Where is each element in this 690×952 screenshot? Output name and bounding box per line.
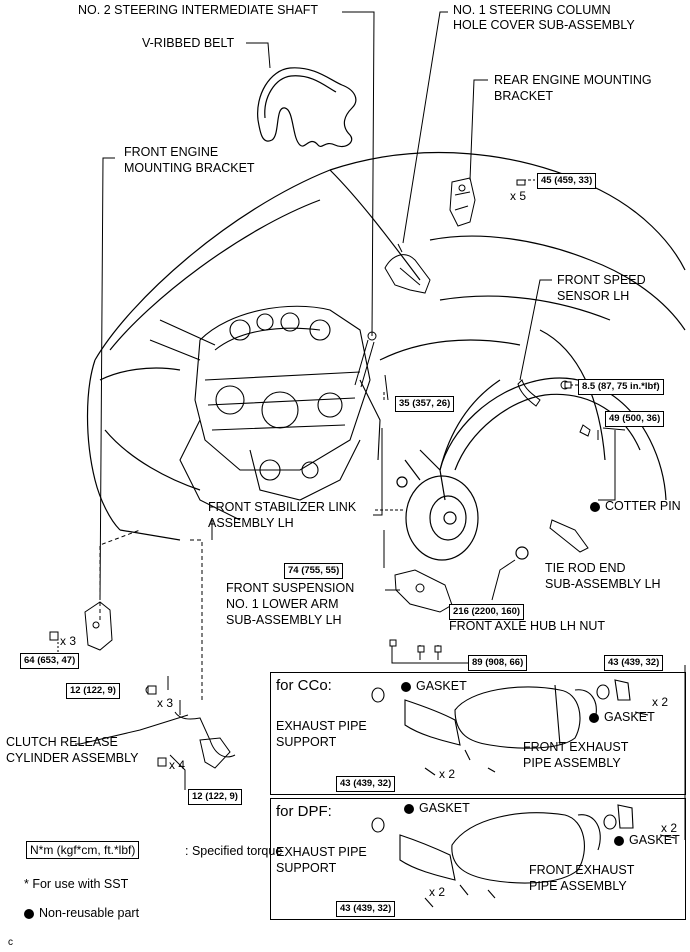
label-hole-cover-line2: HOLE COVER SUB-ASSEMBLY [453,18,635,32]
front-mounting-bracket-part [84,601,113,651]
label-tie-rod-line1: TIE ROD END [545,561,626,575]
legend-nonreusable: Non-reusable part [24,906,139,921]
dpf-exh-support-line2: SUPPORT [276,861,337,875]
nonreusable-dot-icon [24,908,34,919]
dpf-torque-front: 43 (439, 32) [336,901,396,917]
label-stabilizer-link-line1: FRONT STABILIZER LINK [208,500,357,514]
nonreusable-dot-icon [614,835,624,846]
label-front-bracket-line2: MOUNTING BRACKET [124,161,255,175]
dpf-multiplier-x2-left: x 2 [429,885,446,899]
cco-gasket-left: GASKET [401,679,467,694]
label-v-ribbed-belt: V-RIBBED BELT [142,36,235,50]
multiplier-x3-clutch: x 3 [157,696,174,710]
torque-exhaust-rear: 43 (439, 32) [604,655,664,671]
cco-variant-box: for CCo: GASKET GASKET EXHAUST PIPE SUPP… [270,672,686,795]
nonreusable-dot-icon [401,681,411,692]
hole-cover-part [384,243,431,294]
legend-nonreusable-text: Non-reusable part [39,906,140,920]
dpf-variant-box: for DPF: GASKET GASKET EXHAUST PIPE SUPP… [270,798,686,920]
nonreusable-dot-icon [589,712,599,723]
cco-exh-support-line2: SUPPORT [276,735,337,749]
corner-letter: c [8,937,13,948]
multiplier-x4: x 4 [169,758,186,772]
dpf-gasket-left: GASKET [404,801,470,816]
dpf-front-exh-line2: PIPE ASSEMBLY [529,879,627,893]
torque-hub-nut: 216 (2200, 160) [449,604,525,620]
dpf-multiplier-x2-right: x 2 [661,821,678,835]
v-ribbed-belt [257,67,357,148]
multiplier-x5: x 5 [510,189,527,203]
label-clutch-line1: CLUTCH RELEASE [6,735,118,749]
torque-stabilizer-link: 74 (755, 55) [284,563,344,579]
cotter-pin-text: COTTER PIN [605,499,681,513]
tie-rod-part [549,424,626,553]
cco-gasket-right: GASKET [589,710,655,725]
label-rear-bracket-line2: BRACKET [494,89,554,103]
cco-multiplier-x2-left: x 2 [439,767,456,781]
cco-gasket-right-text: GASKET [604,710,655,724]
torque-clutch-lower: 12 (122, 9) [188,789,242,805]
label-lower-arm-line3: SUB-ASSEMBLY LH [226,613,342,627]
label-front-bracket-line1: FRONT ENGINE [124,145,219,159]
label-rear-bracket-line1: REAR ENGINE MOUNTING [494,73,652,87]
cco-exh-support-line1: EXHAUST PIPE [276,719,367,733]
legend-torque-box: N*m (kgf*cm, ft.*lbf) [26,841,140,859]
bolts [49,381,572,767]
cco-multiplier-x2-right: x 2 [652,695,669,709]
nonreusable-dot-icon [404,803,414,814]
multiplier-x3-front-bracket: x 3 [60,634,77,648]
label-hole-cover-line1: NO. 1 STEERING COLUMN [453,3,611,17]
nonreusable-dot-icon [590,501,600,512]
dpf-box-title: for DPF: [276,803,332,820]
dpf-exhaust-part [371,804,676,908]
knuckle-disc-part [396,449,529,561]
label-tie-rod-line2: SUB-ASSEMBLY LH [545,577,661,591]
dpf-gasket-right: GASKET [614,833,680,848]
label-cotter-pin: COTTER PIN [590,499,681,514]
label-lower-arm-line1: FRONT SUSPENSION [226,581,355,595]
cco-front-exh-line2: PIPE ASSEMBLY [523,756,621,770]
label-speed-sensor-line1: FRONT SPEED [557,273,646,287]
torque-rear-bracket: 45 (459, 33) [537,173,597,189]
label-hub-nut: FRONT AXLE HUB LH NUT [449,619,606,633]
label-clutch-line2: CYLINDER ASSEMBLY [6,751,139,765]
cco-gasket-left-text: GASKET [416,679,467,693]
label-steering-intermediate-shaft: NO. 2 STEERING INTERMEDIATE SHAFT [78,3,319,17]
lower-arm-part [394,569,453,613]
torque-clutch-upper: 12 (122, 9) [66,683,120,699]
cco-torque-front: 43 (439, 32) [336,776,396,792]
cco-box-title: for CCo: [276,677,332,694]
cco-front-exh-line1: FRONT EXHAUST [523,740,629,754]
dpf-gasket-left-text: GASKET [419,801,470,815]
torque-steering-shaft: 35 (357, 26) [395,396,455,412]
torque-tie-rod-nut: 49 (500, 36) [605,411,665,427]
cco-exhaust-part [371,679,649,776]
dpf-exh-support-line1: EXHAUST PIPE [276,845,367,859]
torque-front-bracket: 64 (653, 47) [20,653,80,669]
engine-assembly [149,305,381,521]
label-lower-arm-line2: NO. 1 LOWER ARM [226,597,339,611]
torque-lower-arm: 89 (908, 66) [468,655,528,671]
label-stabilizer-link-line2: ASSEMBLY LH [208,516,294,530]
dpf-gasket-right-text: GASKET [629,833,680,847]
label-speed-sensor-line2: SENSOR LH [557,289,630,303]
torque-speed-sensor: 8.5 (87, 75 in.*lbf) [578,379,664,395]
legend-torque-text: : Specified torque [185,844,283,858]
legend-sst-note: * For use with SST [24,877,129,891]
vehicle-body-outline [86,151,686,541]
dpf-front-exh-line1: FRONT EXHAUST [529,863,635,877]
leader-lines [57,11,686,840]
